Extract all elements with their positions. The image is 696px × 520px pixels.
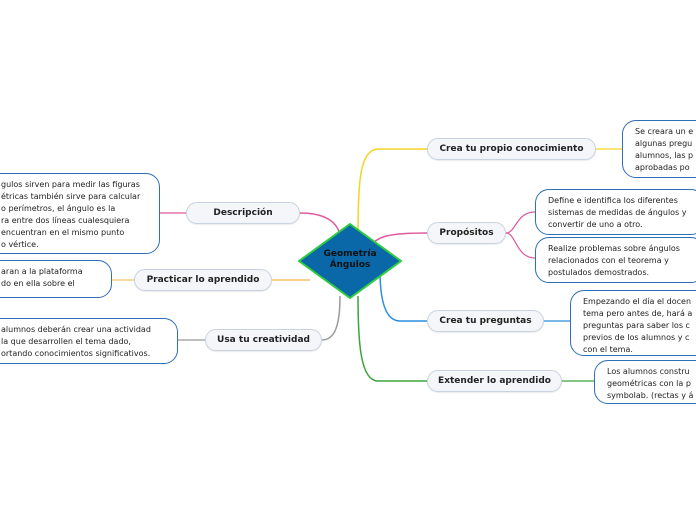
note-line: aprobadas po <box>635 163 690 172</box>
branch-descripcion[interactable]: Descripción <box>186 202 300 224</box>
central-topic-label: Geometría Ángulos <box>298 249 402 271</box>
note-crea-preguntas[interactable]: Empezando el día el docen tema pero ante… <box>570 290 696 356</box>
note-line: ortando conocimientos significativos. <box>1 349 151 358</box>
note-line: con el tema. <box>583 345 633 354</box>
branch-practicar-lo-aprendido[interactable]: Practicar lo aprendido <box>134 269 272 291</box>
branch-usa-tu-creatividad[interactable]: Usa tu creatividad <box>205 329 322 351</box>
connector-creatividad <box>321 295 341 341</box>
note-propositos-1[interactable]: Define e identifica los diferentes siste… <box>535 189 696 235</box>
note-line: sistemas de medidas de ángulos y <box>548 208 687 217</box>
note-line: alumnos deberán crear una actividad <box>1 325 151 334</box>
connector-extender <box>357 295 427 382</box>
connector-propositos-note1 <box>505 211 536 234</box>
note-practicar[interactable]: aran a la plataforma do en ella sobre el <box>0 260 112 298</box>
note-line: ra entre dos líneas cualesquiera <box>1 216 130 225</box>
note-line: aran a la plataforma <box>1 267 83 276</box>
connector-crea-conocimiento <box>357 148 427 237</box>
note-line: postulados demostrados. <box>548 268 650 277</box>
branch-label: Crea tu preguntas <box>439 316 532 326</box>
note-line: previos de los alumnos y c <box>583 333 690 342</box>
note-line: Realize problemas sobre ángulos <box>548 244 680 253</box>
central-topic[interactable]: Geometría Ángulos <box>298 223 402 299</box>
note-line: o vértice. <box>1 240 39 249</box>
connector-propositos-note2 <box>505 232 536 259</box>
central-diamond-shape <box>298 223 402 299</box>
branch-crea-tu-propio-conocimiento[interactable]: Crea tu propio conocimiento <box>427 138 596 160</box>
note-line: algunas pregu <box>635 139 693 148</box>
branch-label: Propósitos <box>439 228 494 238</box>
central-topic-line1: Geometría <box>323 249 377 259</box>
note-line: preguntas para saber los c <box>583 321 690 330</box>
note-line: do en ella sobre el <box>1 279 75 288</box>
note-line: la que desarrollen el tema dado, <box>1 337 131 346</box>
note-creatividad[interactable]: alumnos deberán crear una actividad la q… <box>0 318 178 364</box>
central-topic-line2: Ángulos <box>329 260 371 270</box>
branch-crea-tu-preguntas[interactable]: Crea tu preguntas <box>427 310 544 332</box>
note-extender[interactable]: Los alumnos constru geométricas con la p… <box>594 360 696 404</box>
branch-label: Usa tu creatividad <box>217 335 310 345</box>
note-line: gulos sirven para medir las figuras <box>1 180 140 189</box>
note-line: tema pero antes de, hará a <box>583 309 693 318</box>
branch-propositos[interactable]: Propósitos <box>427 222 506 244</box>
note-line: Los alumnos constru <box>607 367 690 376</box>
note-line: Se creara un e <box>635 127 694 136</box>
note-line: alumnos, las p <box>635 151 694 160</box>
branch-label: Descripción <box>213 208 273 218</box>
note-line: encuentran en el mismo punto <box>1 228 125 237</box>
note-propositos-2[interactable]: Realize problemas sobre ángulos relacion… <box>535 237 696 283</box>
note-line: relacionados con el teorema y <box>548 256 669 265</box>
note-line: Define e identifica los diferentes <box>548 196 678 205</box>
note-line: convertir de uno a otro. <box>548 220 643 229</box>
branch-label: Extender lo aprendido <box>438 376 551 386</box>
note-line: Empezando el día el docen <box>583 297 692 306</box>
note-descripcion[interactable]: gulos sirven para medir las figuras étri… <box>0 173 160 254</box>
connector-crea-preguntas <box>379 269 427 322</box>
branch-label: Practicar lo aprendido <box>146 275 260 285</box>
note-line: geométricas con la p <box>607 379 691 388</box>
note-crea-conocimiento[interactable]: Se creara un e algunas pregu alumnos, la… <box>622 120 696 178</box>
note-line: symbolab. (rectas y á <box>607 391 694 400</box>
branch-label: Crea tu propio conocimiento <box>439 144 584 154</box>
branch-extender-lo-aprendido[interactable]: Extender lo aprendido <box>427 370 562 392</box>
note-line: o perímetros, el ángulo es la <box>1 204 116 213</box>
note-line: étricas también sirve para calcular <box>1 192 141 201</box>
